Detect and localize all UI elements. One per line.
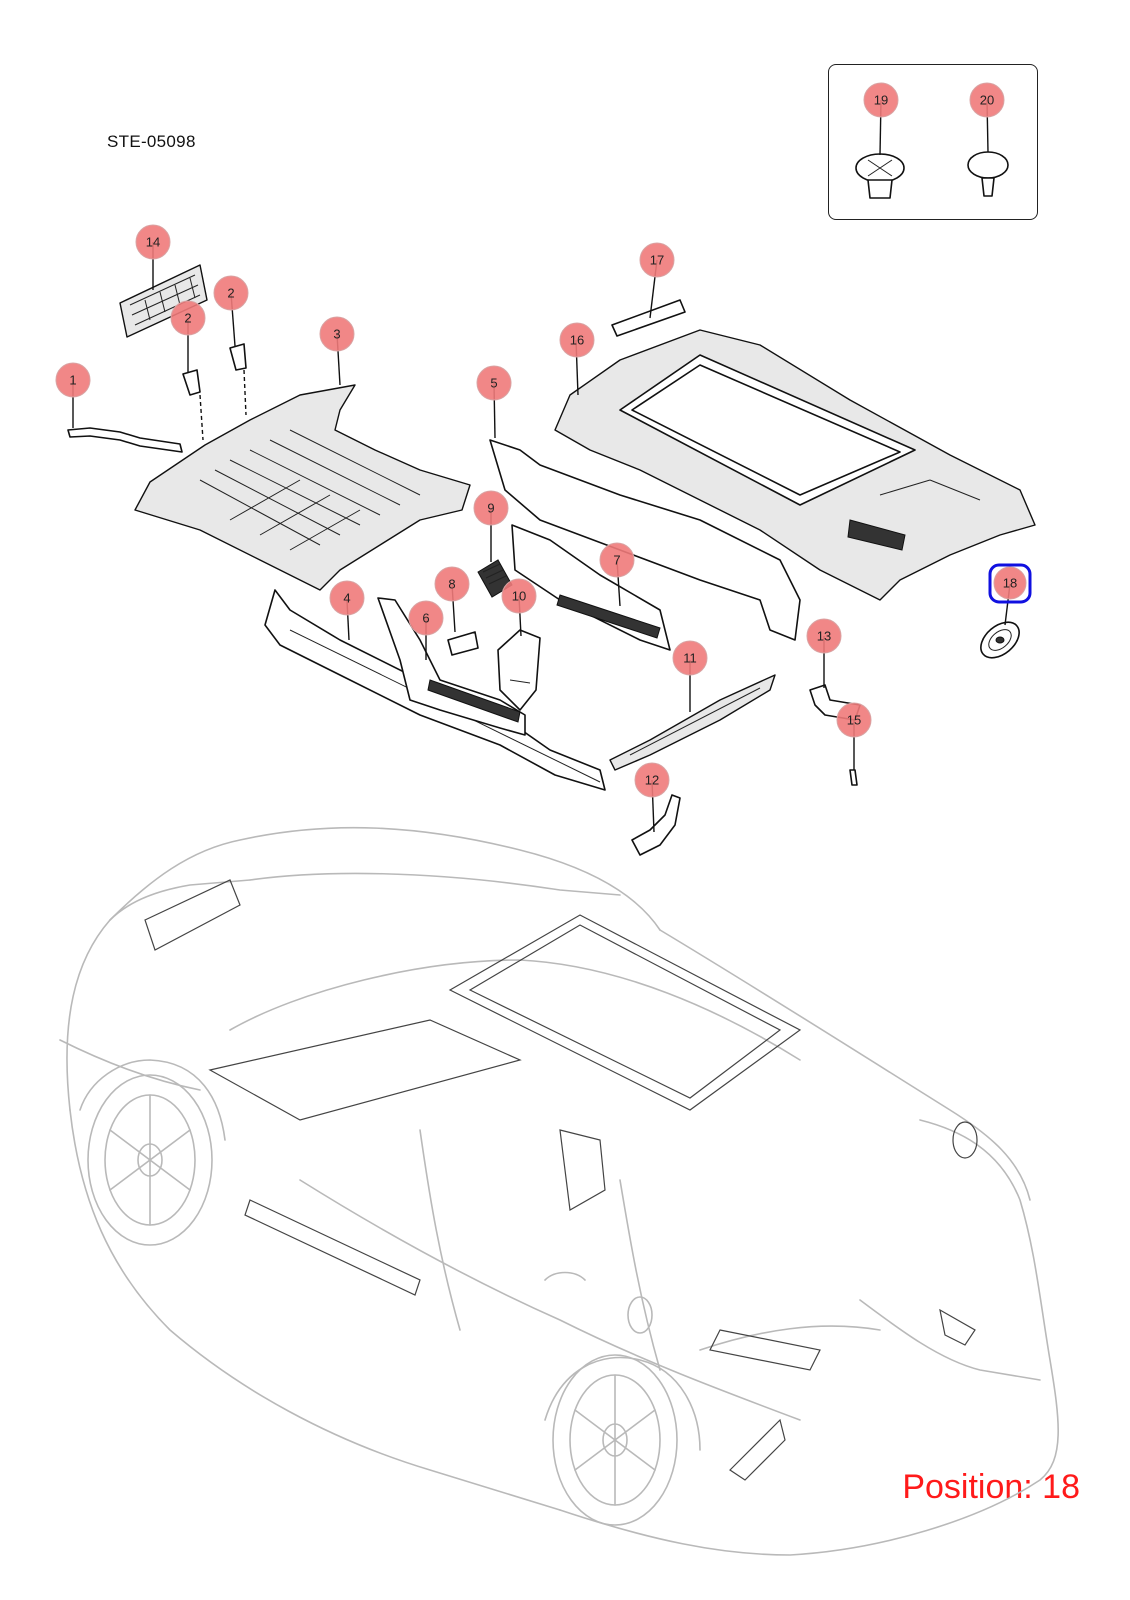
part-6-pillar-trim	[377, 597, 526, 736]
part-16-headliner	[554, 329, 1036, 601]
svg-text:5: 5	[490, 376, 497, 391]
svg-text:9: 9	[487, 501, 494, 516]
callout-20[interactable]: 20	[969, 82, 1005, 118]
part-19-screw-clip	[855, 153, 905, 199]
part-14-plate	[119, 264, 208, 338]
callout-4[interactable]: 4	[329, 580, 365, 616]
diagram-code: STE-05098	[107, 132, 196, 151]
callout-2a[interactable]: 2	[170, 300, 206, 336]
svg-text:1: 1	[69, 373, 76, 388]
svg-text:4: 4	[343, 591, 350, 606]
svg-text:3: 3	[333, 327, 340, 342]
fastener-inset	[828, 64, 1038, 220]
callout-10[interactable]: 10	[501, 578, 537, 614]
svg-text:12: 12	[645, 773, 659, 788]
callout-13[interactable]: 13	[806, 618, 842, 654]
part-5-7-rail	[489, 439, 801, 651]
part-15-strap	[849, 769, 858, 786]
svg-text:7: 7	[613, 553, 620, 568]
callout-14[interactable]: 14	[135, 224, 171, 260]
callout-9[interactable]: 9	[473, 490, 509, 526]
part-1-bracket	[67, 427, 183, 453]
svg-text:17: 17	[650, 253, 664, 268]
callout-6[interactable]: 6	[408, 600, 444, 636]
svg-text:11: 11	[683, 651, 697, 666]
callout-18[interactable]: 18	[988, 563, 1032, 604]
svg-text:14: 14	[146, 235, 160, 250]
callout-2b[interactable]: 2	[213, 275, 249, 311]
svg-text:19: 19	[874, 93, 888, 108]
svg-text:8: 8	[448, 577, 455, 592]
part-10-pillar-cover	[497, 629, 541, 711]
part-12-bracket	[631, 794, 681, 856]
part-2-clips	[182, 343, 247, 441]
callout-8[interactable]: 8	[434, 566, 470, 602]
callout-7[interactable]: 7	[599, 542, 635, 578]
svg-text:16: 16	[570, 333, 584, 348]
callout-11[interactable]: 11	[672, 640, 708, 676]
part-11-cross-member	[609, 674, 776, 771]
svg-text:13: 13	[817, 629, 831, 644]
svg-text:15: 15	[847, 713, 861, 728]
svg-text:10: 10	[512, 589, 526, 604]
callout-12[interactable]: 12	[634, 762, 670, 798]
callout-16[interactable]: 16	[559, 322, 595, 358]
part-18-speaker	[980, 621, 1020, 659]
vehicle-outline	[59, 826, 1059, 1556]
selected-ring	[988, 563, 1032, 604]
callout-15[interactable]: 15	[836, 702, 872, 738]
svg-text:20: 20	[980, 93, 994, 108]
position-label: Position: 18	[902, 1468, 1080, 1506]
svg-text:18: 18	[1003, 576, 1017, 591]
callout-3[interactable]: 3	[319, 316, 355, 352]
svg-text:2: 2	[184, 311, 191, 326]
part-20-push-clip	[967, 151, 1009, 197]
part-17-handle	[611, 299, 686, 337]
part-3-floor-panel	[134, 384, 471, 591]
callout-19[interactable]: 19	[863, 82, 899, 118]
callout-1[interactable]: 1	[55, 362, 91, 398]
svg-text:2: 2	[227, 286, 234, 301]
callout-5[interactable]: 5	[476, 365, 512, 401]
part-8-pad	[447, 631, 479, 656]
svg-text:6: 6	[422, 611, 429, 626]
callout-17[interactable]: 17	[639, 242, 675, 278]
